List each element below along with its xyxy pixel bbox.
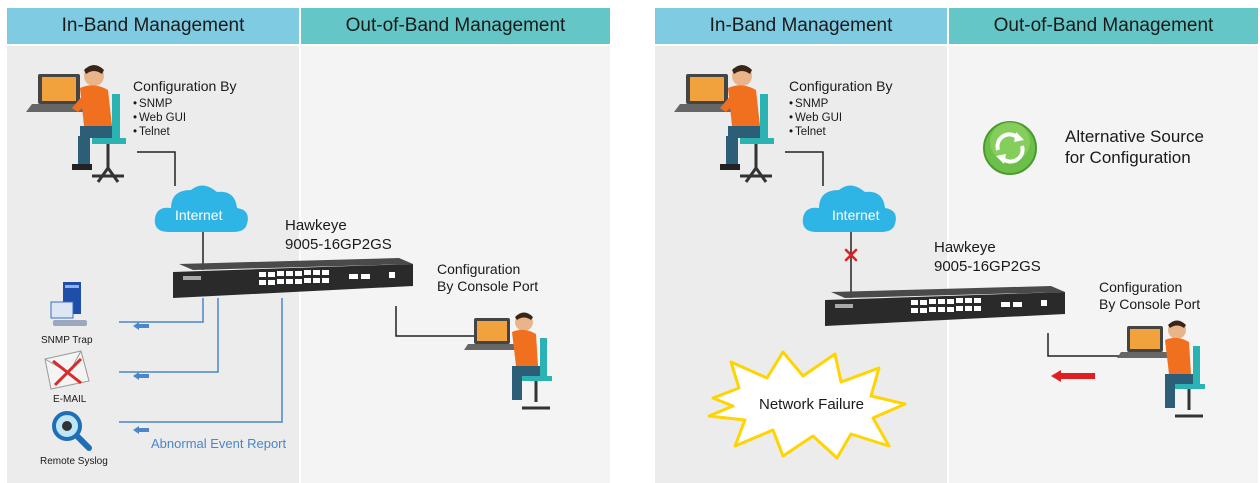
refresh-icon — [983, 121, 1037, 175]
config-methods-list: SNMP Web GUI Telnet — [789, 97, 842, 139]
inband-header: In-Band Management — [7, 8, 299, 44]
console-label-line1: Configuration — [1099, 279, 1183, 295]
broken-link-x-icon — [844, 248, 858, 262]
console-person-icon — [1117, 320, 1205, 418]
event-report-label: Abnormal Event Report — [151, 436, 287, 451]
outband-header: Out-of-Band Management — [949, 8, 1258, 44]
syslog-magnifier-icon — [52, 411, 92, 451]
config-by-title: Configuration By — [789, 78, 893, 94]
snmp-trap-label: SNMP Trap — [41, 335, 93, 346]
left-connections — [119, 151, 474, 434]
email-envelope-icon — [44, 350, 90, 390]
internet-cloud-icon — [802, 185, 896, 232]
network-failure-label: Network Failure — [759, 396, 865, 413]
console-config-label: Configuration By Console Port — [437, 261, 538, 295]
method-snmp: SNMP — [133, 97, 186, 111]
alt-source-line1: Alternative Source — [1065, 127, 1204, 146]
cloud-label: Internet — [175, 207, 223, 223]
right-connections — [785, 151, 1125, 382]
device-name-line1: Hawkeye — [285, 217, 347, 234]
left-diagram-panel: In-Band Management Out-of-Band Managemen… — [7, 8, 610, 483]
device-name: Hawkeye 9005-16GP2GS — [285, 216, 392, 254]
console-person-icon — [464, 312, 552, 410]
alternative-source-label: Alternative Source for Configuration — [1065, 126, 1204, 168]
failure-burst-icon — [707, 350, 907, 460]
admin-person-icon — [26, 65, 126, 183]
snmp-trap-computer-icon — [50, 282, 87, 326]
internet-cloud-icon — [154, 185, 248, 232]
alt-source-line2: for Configuration — [1065, 148, 1191, 167]
right-diagram-panel: In-Band Management Out-of-Band Managemen… — [655, 8, 1258, 483]
network-switch-icon — [173, 258, 413, 298]
syslog-label: Remote Syslog — [40, 456, 108, 467]
console-label-line2: By Console Port — [437, 278, 539, 294]
blue-arrow-icon — [133, 322, 149, 434]
method-web-gui: Web GUI — [789, 111, 842, 125]
method-telnet: Telnet — [789, 125, 842, 139]
email-label: E-MAIL — [53, 394, 87, 405]
red-arrow-icon — [1051, 370, 1095, 382]
device-name: Hawkeye 9005-16GP2GS — [934, 238, 1041, 276]
outband-area — [949, 46, 1258, 483]
method-web-gui: Web GUI — [133, 111, 186, 125]
device-model: 9005-16GP2GS — [934, 258, 1041, 275]
device-model: 9005-16GP2GS — [285, 236, 392, 253]
cloud-label: Internet — [832, 207, 880, 223]
method-telnet: Telnet — [133, 125, 186, 139]
outband-header: Out-of-Band Management — [301, 8, 610, 44]
device-name-line1: Hawkeye — [934, 239, 996, 256]
admin-person-icon — [674, 65, 774, 183]
config-by-title: Configuration By — [133, 78, 237, 94]
network-switch-icon — [825, 286, 1065, 326]
console-label-line2: By Console Port — [1099, 296, 1201, 312]
inband-header: In-Band Management — [655, 8, 947, 44]
console-config-label: Configuration By Console Port — [1099, 279, 1200, 313]
method-snmp: SNMP — [789, 97, 842, 111]
config-methods-list: SNMP Web GUI Telnet — [133, 97, 186, 139]
console-label-line1: Configuration — [437, 261, 521, 277]
